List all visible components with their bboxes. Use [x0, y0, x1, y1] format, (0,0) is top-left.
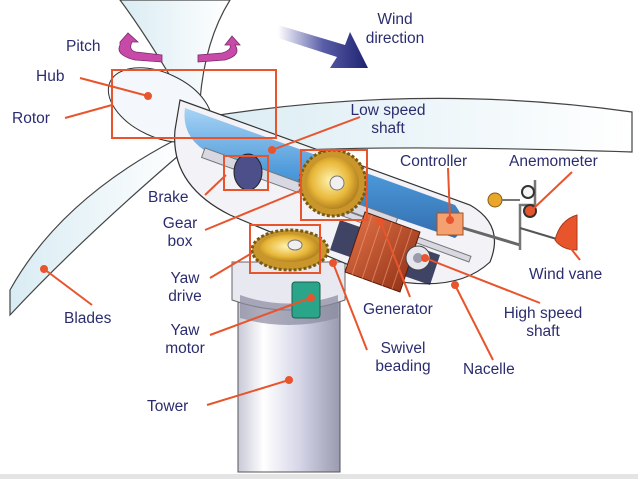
label-pitch: Pitch [66, 38, 101, 55]
label-high-speed-shaft-2: shaft [526, 323, 560, 340]
label-low-speed-shaft-2: shaft [371, 120, 405, 137]
brake [233, 153, 263, 191]
blade-right [199, 97, 633, 153]
pitch-arrows-icon [118, 32, 241, 63]
label-tower: Tower [147, 398, 189, 415]
gearbox-gear [298, 148, 368, 218]
label-low-speed-shaft-1: Low speed [350, 102, 426, 119]
label-anemometer: Anemometer [509, 153, 598, 170]
label-wind-direction-1: Wind [377, 11, 413, 28]
label-yaw-motor-2: motor [165, 340, 205, 357]
yaw-drive-highlight-box [249, 224, 321, 274]
bottom-border [0, 474, 638, 479]
label-swivel-beading-1: Swivel [380, 340, 426, 357]
label-yaw-motor-1: Yaw [170, 322, 200, 339]
wind-direction-arrow-icon [278, 25, 368, 68]
highlight-boxes [111, 69, 368, 274]
anemometer [487, 180, 537, 250]
tower [231, 261, 346, 473]
yaw-gear [250, 228, 330, 272]
label-nacelle: Nacelle [463, 361, 515, 378]
label-wind-vane: Wind vane [529, 266, 603, 283]
hub-highlight-box [111, 69, 277, 139]
label-blades: Blades [64, 310, 112, 327]
brake-highlight-box [223, 155, 269, 191]
label-controller: Controller [400, 153, 468, 170]
label-brake: Brake [148, 189, 189, 206]
label-wind-direction-2: direction [365, 30, 425, 47]
label-hub: Hub [36, 68, 65, 85]
leader-lines [40, 77, 581, 406]
label-yaw-drive-1: Yaw [170, 270, 200, 287]
blade-left [9, 139, 186, 317]
label-swivel-beading-2: beading [375, 358, 431, 375]
label-rotor: Rotor [12, 110, 50, 127]
label-generator: Generator [363, 301, 433, 318]
gearbox-highlight-box [300, 149, 368, 221]
wind-vane [519, 214, 578, 251]
label-gear-box-1: Gear [162, 215, 198, 232]
label-gear-box-2: box [167, 233, 193, 250]
label-high-speed-shaft-1: High speed [503, 305, 583, 322]
label-yaw-drive-2: drive [168, 288, 202, 305]
